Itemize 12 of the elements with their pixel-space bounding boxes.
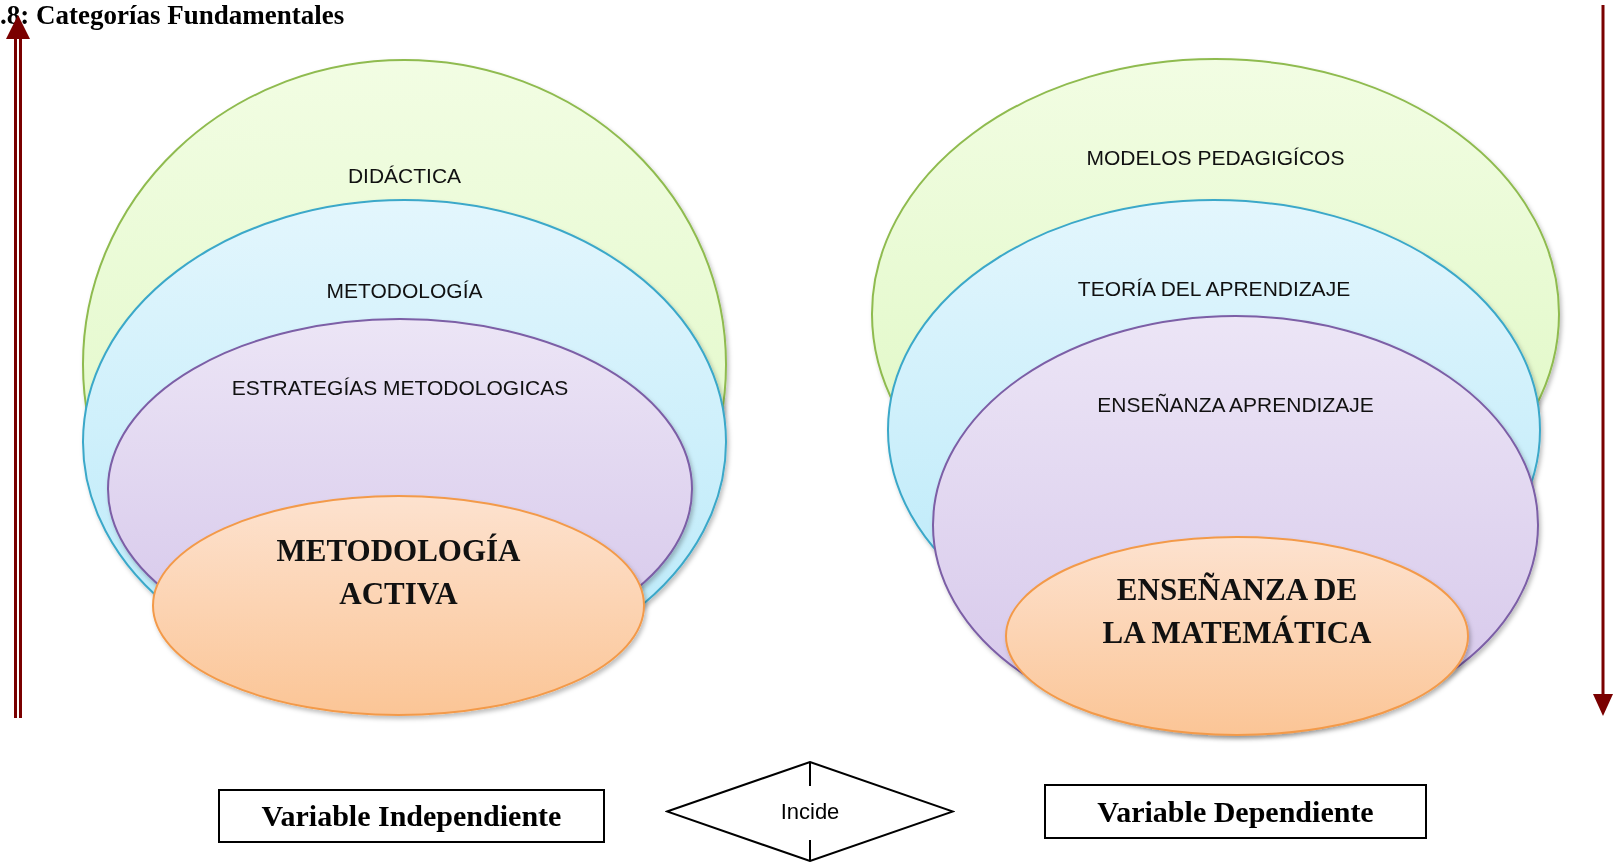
ellipse-label: ENSEÑANZA APRENDIZAJE: [1096, 393, 1375, 417]
ellipse-label: METODOLOGÍA: [325, 279, 484, 303]
ellipse-label: ENSEÑANZA DE LA MATEMÁTICA: [1101, 571, 1373, 652]
variable-box: Variable Independiente: [218, 789, 605, 843]
variable-box: Variable Dependiente: [1044, 784, 1427, 839]
diamond-label: Incide: [780, 798, 840, 825]
ellipse-label: DIDÁCTICA: [346, 164, 463, 188]
ellipse-label: METODOLOGÍA ACTIVA: [275, 532, 522, 613]
ellipse-label: MODELOS PEDAGIGÍCOS: [1085, 146, 1346, 170]
decision-diamond: [665, 761, 955, 862]
ellipse-label: ESTRATEGÍAS METODOLOGICAS: [230, 376, 570, 400]
ellipse-label: TEORÍA DEL APRENDIZAJE: [1076, 277, 1352, 301]
